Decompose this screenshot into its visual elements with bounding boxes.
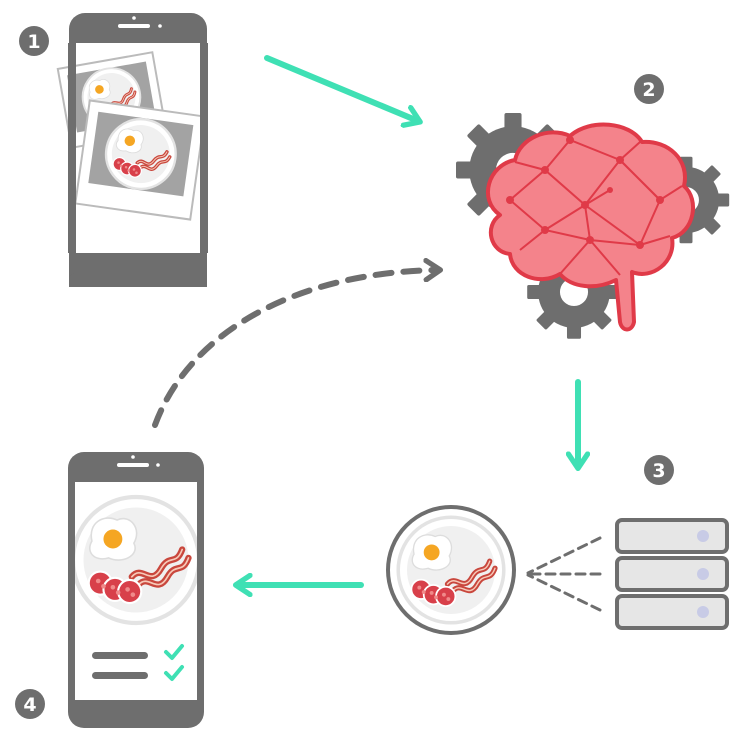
step-badge-2: 2: [634, 74, 664, 104]
brain-network-icon: [486, 122, 695, 332]
phone-photos-icon: [56, 13, 208, 287]
step-badge-3: 3: [644, 455, 674, 485]
server-lookup-lines: [526, 536, 602, 612]
phone-result-icon: [56, 452, 216, 728]
arrow-feedback: [152, 270, 438, 428]
checkmark-icon: [164, 644, 184, 660]
step-badge-4: 4: [15, 689, 45, 719]
step-badge-1: 1: [19, 26, 49, 56]
step-number-4: 4: [23, 694, 36, 716]
step-number-3: 3: [652, 460, 665, 482]
result-line-1: [92, 652, 148, 659]
server-stack-icon: [615, 518, 729, 630]
plate-food-icon: [386, 505, 516, 635]
step-number-1: 1: [27, 31, 40, 53]
checkmark-icon: [164, 665, 184, 681]
arrow-upload: [264, 55, 418, 121]
result-line-2: [92, 672, 148, 679]
step-number-2: 2: [642, 79, 655, 101]
